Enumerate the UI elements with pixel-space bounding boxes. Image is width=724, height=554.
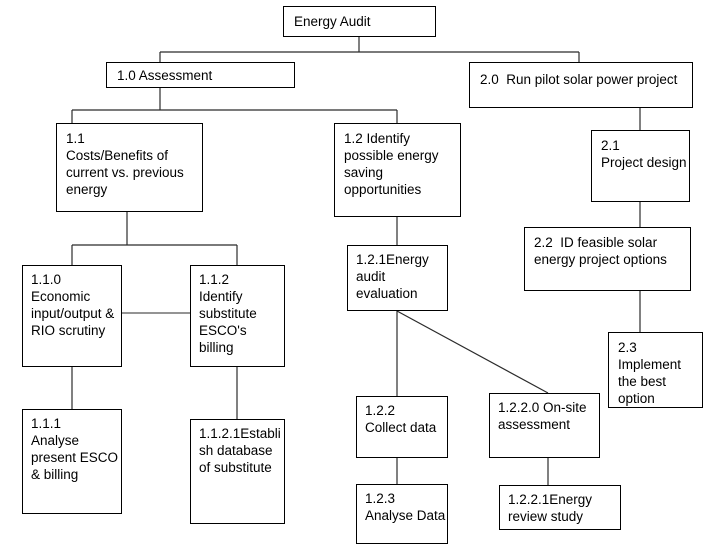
- node-1-2-2-collect-data[interactable]: 1.2.2 Collect data: [356, 396, 448, 458]
- node-2-2-id-feasible-solar-options[interactable]: 2.2 ID feasible solar energy project opt…: [524, 227, 691, 291]
- node-energy-audit[interactable]: Energy Audit: [283, 6, 436, 37]
- node-label: 2.0 Run pilot solar power project: [480, 72, 678, 87]
- node-1-1-2-identify-substitute-esco-billing[interactable]: 1.1.2 Identify substitute ESCO's billing: [190, 265, 285, 367]
- node-label: 1.1.0 Economic input/output & RIO scruti…: [31, 272, 115, 338]
- connector-1-2-1-to-1-2-2-0: [396, 310, 549, 394]
- node-1-2-1-energy-audit-evaluation[interactable]: 1.2.1Energy audit evaluation: [347, 245, 448, 311]
- node-label: 1.1.2 Identify substitute ESCO's billing: [199, 272, 257, 355]
- node-label: 1.1.1 Analyse present ESCO & billing: [31, 416, 119, 482]
- node-2-1-project-design[interactable]: 2.1 Project design: [591, 130, 690, 202]
- node-1-1-1-analyse-present-esco-billing[interactable]: 1.1.1 Analyse present ESCO & billing: [22, 409, 122, 514]
- node-1-1-0-economic-input-output[interactable]: 1.1.0 Economic input/output & RIO scruti…: [22, 265, 122, 367]
- node-1-2-2-0-on-site-assessment[interactable]: 1.2.2.0 On-site assessment: [489, 393, 600, 458]
- node-1-2-identify-energy-saving-opportunities[interactable]: 1.2 Identify possible energy saving oppo…: [334, 123, 461, 217]
- node-label: 1.2.2 Collect data: [365, 403, 437, 435]
- node-label: 1.2.3 Analyse Data: [365, 491, 446, 523]
- node-label: 1.2.2.1Energy review study: [508, 492, 596, 524]
- node-2-3-implement-best-option[interactable]: 2.3 Implement the best option: [608, 332, 703, 408]
- node-label: 1.1.2.1Establish database of substitute: [199, 426, 281, 475]
- node-label: 2.3 Implement the best option: [618, 340, 682, 406]
- node-label: 1.2 Identify possible energy saving oppo…: [344, 131, 443, 197]
- node-1-2-3-analyse-data[interactable]: 1.2.3 Analyse Data: [356, 484, 448, 544]
- node-1-1-2-1-establish-database[interactable]: 1.1.2.1Establish database of substitute: [190, 419, 285, 524]
- node-label: 1.0 Assessment: [117, 67, 213, 83]
- node-label: 1.1 Costs/Benefits of current vs. previo…: [66, 131, 184, 197]
- node-label: Energy Audit: [294, 14, 371, 29]
- node-label: 1.2.2.0 On-site assessment: [498, 400, 591, 432]
- node-label: 2.2 ID feasible solar energy project opt…: [534, 235, 667, 267]
- node-2-0-run-pilot-solar-power-project[interactable]: 2.0 Run pilot solar power project: [469, 62, 693, 108]
- node-1-2-2-1-energy-review-study[interactable]: 1.2.2.1Energy review study: [499, 485, 621, 530]
- node-label: 1.2.1Energy audit evaluation: [356, 252, 433, 301]
- node-1-1-costs-benefits[interactable]: 1.1 Costs/Benefits of current vs. previo…: [56, 123, 203, 212]
- node-1-0-assessment[interactable]: 1.0 Assessment: [106, 62, 295, 88]
- node-label: 2.1 Project design: [601, 138, 687, 170]
